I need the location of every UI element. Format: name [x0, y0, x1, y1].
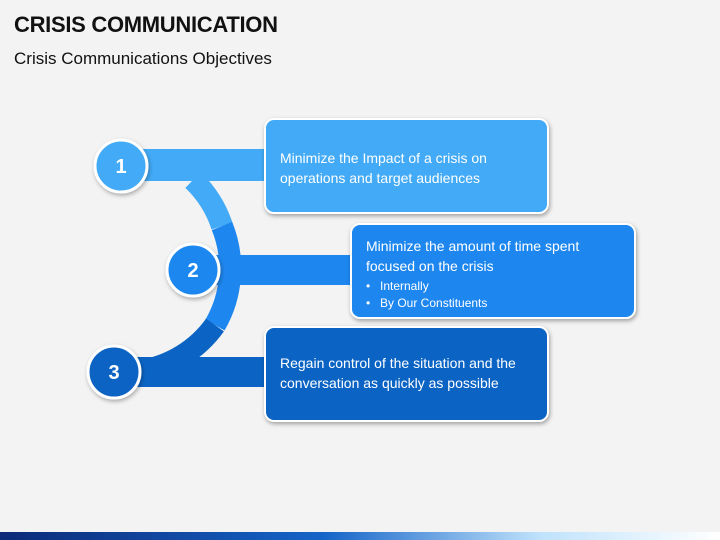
- step-card-2-bullets: Internally By Our Constituents: [366, 278, 620, 312]
- page-subtitle: Crisis Communications Objectives: [14, 49, 272, 68]
- bullet-item: By Our Constituents: [366, 295, 620, 312]
- step-number-2: 2: [187, 260, 198, 282]
- footer-gradient-bar: [0, 532, 720, 540]
- step-card-2: Minimize the amount of time spent focuse…: [350, 223, 636, 319]
- step-number-3-circle: 3: [86, 344, 142, 400]
- step-number-1: 1: [115, 156, 126, 178]
- step-card-2-text: Minimize the amount of time spent focuse…: [366, 238, 580, 274]
- step-card-3-text: Regain control of the situation and the …: [280, 355, 516, 391]
- arc-segment-1: [185, 172, 233, 230]
- bullet-item: Internally: [366, 278, 620, 295]
- step-card-3: Regain control of the situation and the …: [264, 326, 549, 422]
- step-card-1-text: Minimize the Impact of a crisis on opera…: [280, 150, 487, 186]
- step-card-1: Minimize the Impact of a crisis on opera…: [264, 118, 549, 214]
- step-number-1-circle: 1: [93, 138, 149, 194]
- page-title: CRISIS COMMUNICATION: [14, 12, 278, 37]
- step-number-3: 3: [108, 362, 119, 384]
- step-number-2-circle: 2: [165, 242, 221, 298]
